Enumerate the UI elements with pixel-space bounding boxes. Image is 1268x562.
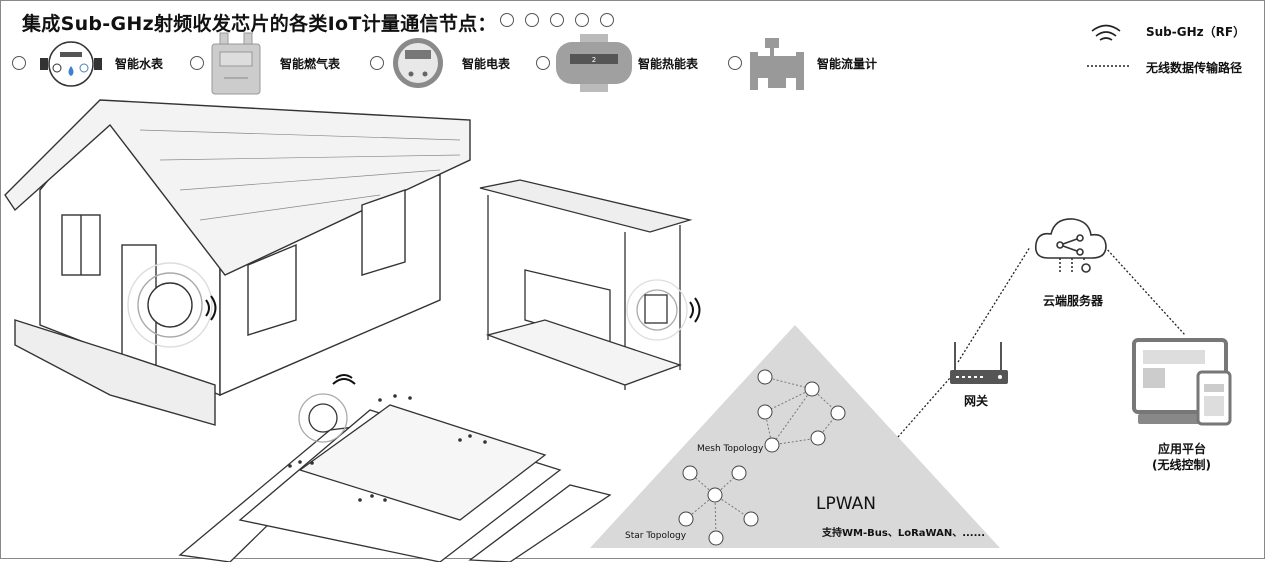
- lpwan-area: [590, 325, 1000, 548]
- electric-meter-icon: [393, 38, 443, 88]
- lpwan-label: LPWAN: [816, 494, 876, 514]
- diagram-title: 集成Sub-GHz射频收发芯片的各类IoT计量通信节点：: [22, 13, 497, 35]
- topology-link: [764, 388, 813, 413]
- star-topology-label: Star Topology: [625, 531, 687, 541]
- heat-meter-label: 智能热能表: [638, 57, 699, 71]
- mesh-topology-label: Mesh Topology: [697, 444, 764, 454]
- radio-gas-meter[interactable]: [190, 56, 204, 70]
- title-radio-5[interactable]: [600, 13, 614, 27]
- star-node: [682, 465, 698, 481]
- legend-rf-label: Sub-GHz（RF）: [1146, 25, 1246, 39]
- mesh-node: [757, 369, 773, 385]
- radio-heat-meter[interactable]: [536, 56, 550, 70]
- title-radio-group: [500, 13, 614, 27]
- house-illustration: [4, 99, 471, 426]
- star-node: [678, 511, 694, 527]
- app-platform-sublabel: (无线控制): [1152, 458, 1211, 472]
- star-node: [743, 511, 759, 527]
- cloud-server-label: 云端服务器: [1043, 294, 1104, 308]
- title-radio-4[interactable]: [575, 13, 589, 27]
- star-node: [707, 487, 723, 503]
- lpwan-protocols-label: 支持WM-Bus、LoRaWAN、......: [822, 528, 985, 539]
- title-radio-3[interactable]: [550, 13, 564, 27]
- radio-electric-meter[interactable]: [370, 56, 384, 70]
- outdoor-kitchen-illustration: [479, 179, 693, 390]
- star-node: [708, 530, 724, 546]
- topology-link: [714, 494, 717, 539]
- mesh-node: [804, 381, 820, 397]
- title-radio-1[interactable]: [500, 13, 514, 27]
- topology-nodes: [678, 369, 846, 546]
- radio-flow-meter[interactable]: [728, 56, 742, 70]
- flow-meter-label: 智能流量计: [817, 57, 878, 71]
- app-platform-devices-icon: [1132, 338, 1232, 426]
- cloud-server-icon: [1034, 218, 1107, 274]
- heat-meter-display: 2: [592, 56, 596, 64]
- gas-meter-label: 智能燃气表: [280, 57, 341, 71]
- gateway-label: 网关: [964, 394, 989, 408]
- topology-link: [771, 388, 813, 446]
- gateway-router-icon: [950, 342, 1008, 384]
- title-radio-2[interactable]: [525, 13, 539, 27]
- data-paths: [897, 246, 1186, 438]
- star-node: [731, 465, 747, 481]
- app-platform-label: 应用平台: [1158, 442, 1207, 456]
- topology-link: [764, 376, 813, 390]
- legend-path-label: 无线数据传输路径: [1146, 61, 1243, 75]
- radio-water-meter[interactable]: [12, 56, 26, 70]
- rf-signal-legend-icon: [1091, 24, 1121, 41]
- water-meter-label: 智能水表: [115, 57, 164, 71]
- gas-meter-icon: [211, 32, 261, 95]
- garden-illustration: [178, 393, 612, 562]
- mesh-node: [810, 430, 826, 446]
- mesh-node: [757, 404, 773, 420]
- electric-meter-label: 智能电表: [462, 57, 511, 71]
- mesh-node: [830, 405, 846, 421]
- flow-meter-icon: [750, 38, 804, 90]
- mesh-node: [764, 437, 780, 453]
- heat-meter-icon: 2: [556, 34, 632, 92]
- water-meter-icon: [40, 41, 102, 87]
